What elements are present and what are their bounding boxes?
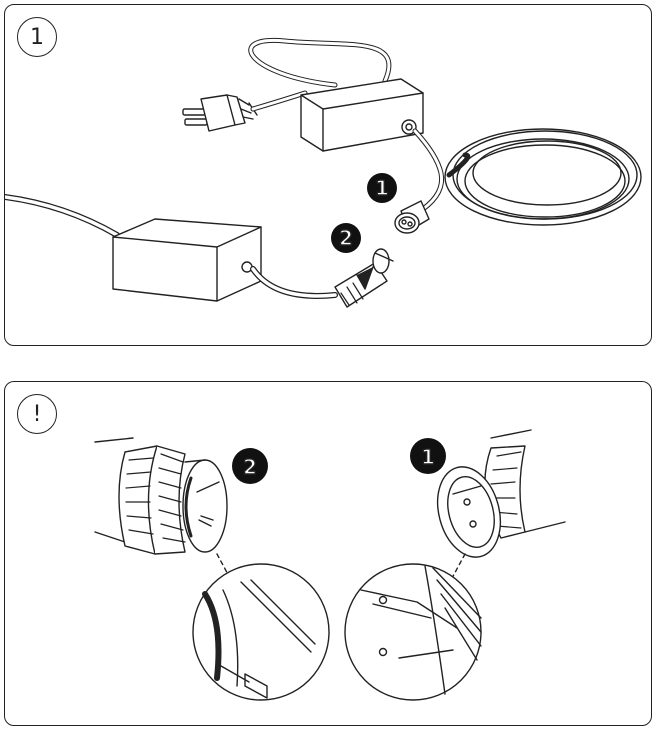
step-panel-connect: 1 [4,4,652,346]
warning-badge: ! [17,394,57,434]
led-driver-box-icon [112,218,262,302]
svg-text:2: 2 [339,226,353,250]
connector-detail-illustration: 2 1 [94,429,566,701]
callout-male-connector-detail: 2 [232,448,268,484]
callout-male-connector: 2 [331,223,361,253]
ac-plug-icon [182,94,258,132]
step-number-badge: 1 [17,17,57,57]
magnified-female-connector-detail-icon [344,563,482,701]
svg-text:1: 1 [375,176,389,200]
male-connector-detail-icon [94,437,228,555]
callout-female-connector-detail: 1 [410,438,446,474]
warning-panel-connector-detail: ! [4,381,652,726]
connection-illustration: 1 2 [5,37,642,308]
svg-text:1: 1 [421,445,435,469]
svg-text:2: 2 [243,455,257,479]
magnified-male-connector-detail-icon [192,563,330,701]
callout-female-connector: 1 [367,173,397,203]
female-connector-detail-icon [436,429,566,558]
male-connector-icon [334,248,394,308]
power-adapter-icon [300,78,424,152]
coiled-cable-icon [444,128,642,226]
female-connector-icon [394,200,430,234]
